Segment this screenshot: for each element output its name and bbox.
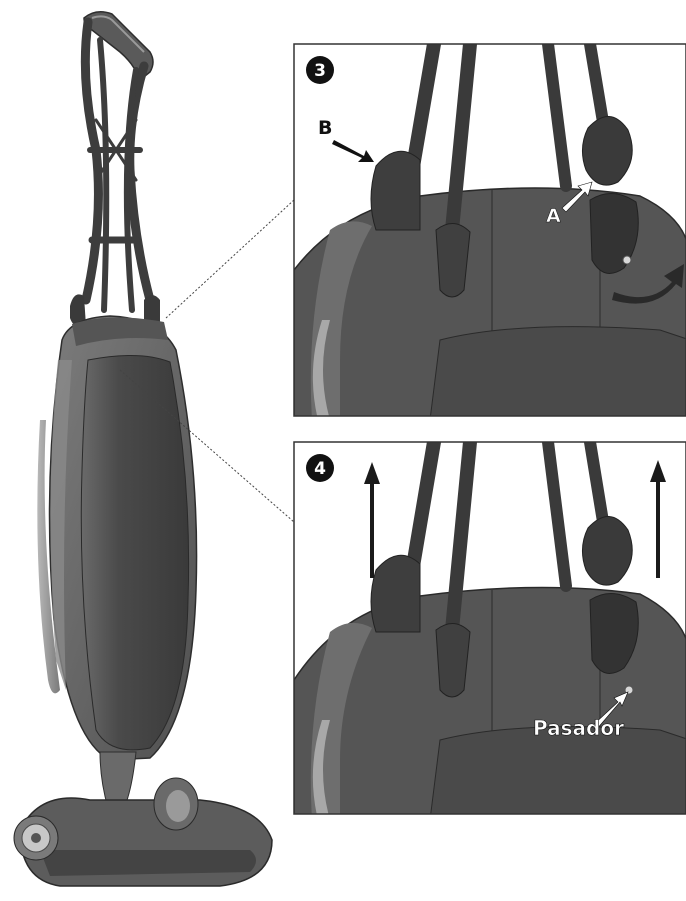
panel-step-4: 4 Pasador [294, 442, 686, 820]
callout-line-top [166, 200, 294, 318]
vacuum-front-panel [81, 355, 188, 749]
vacuum-cleaner [14, 12, 272, 886]
label-a: A [546, 205, 561, 227]
step-3-number: 3 [314, 61, 326, 81]
label-pin: Pasador [533, 716, 624, 740]
label-b: B [318, 117, 332, 139]
floor-nozzle [14, 778, 272, 886]
panel-step-3: 3 B A [294, 44, 686, 420]
handle-frame [85, 22, 150, 310]
step-4-number: 4 [314, 459, 326, 479]
